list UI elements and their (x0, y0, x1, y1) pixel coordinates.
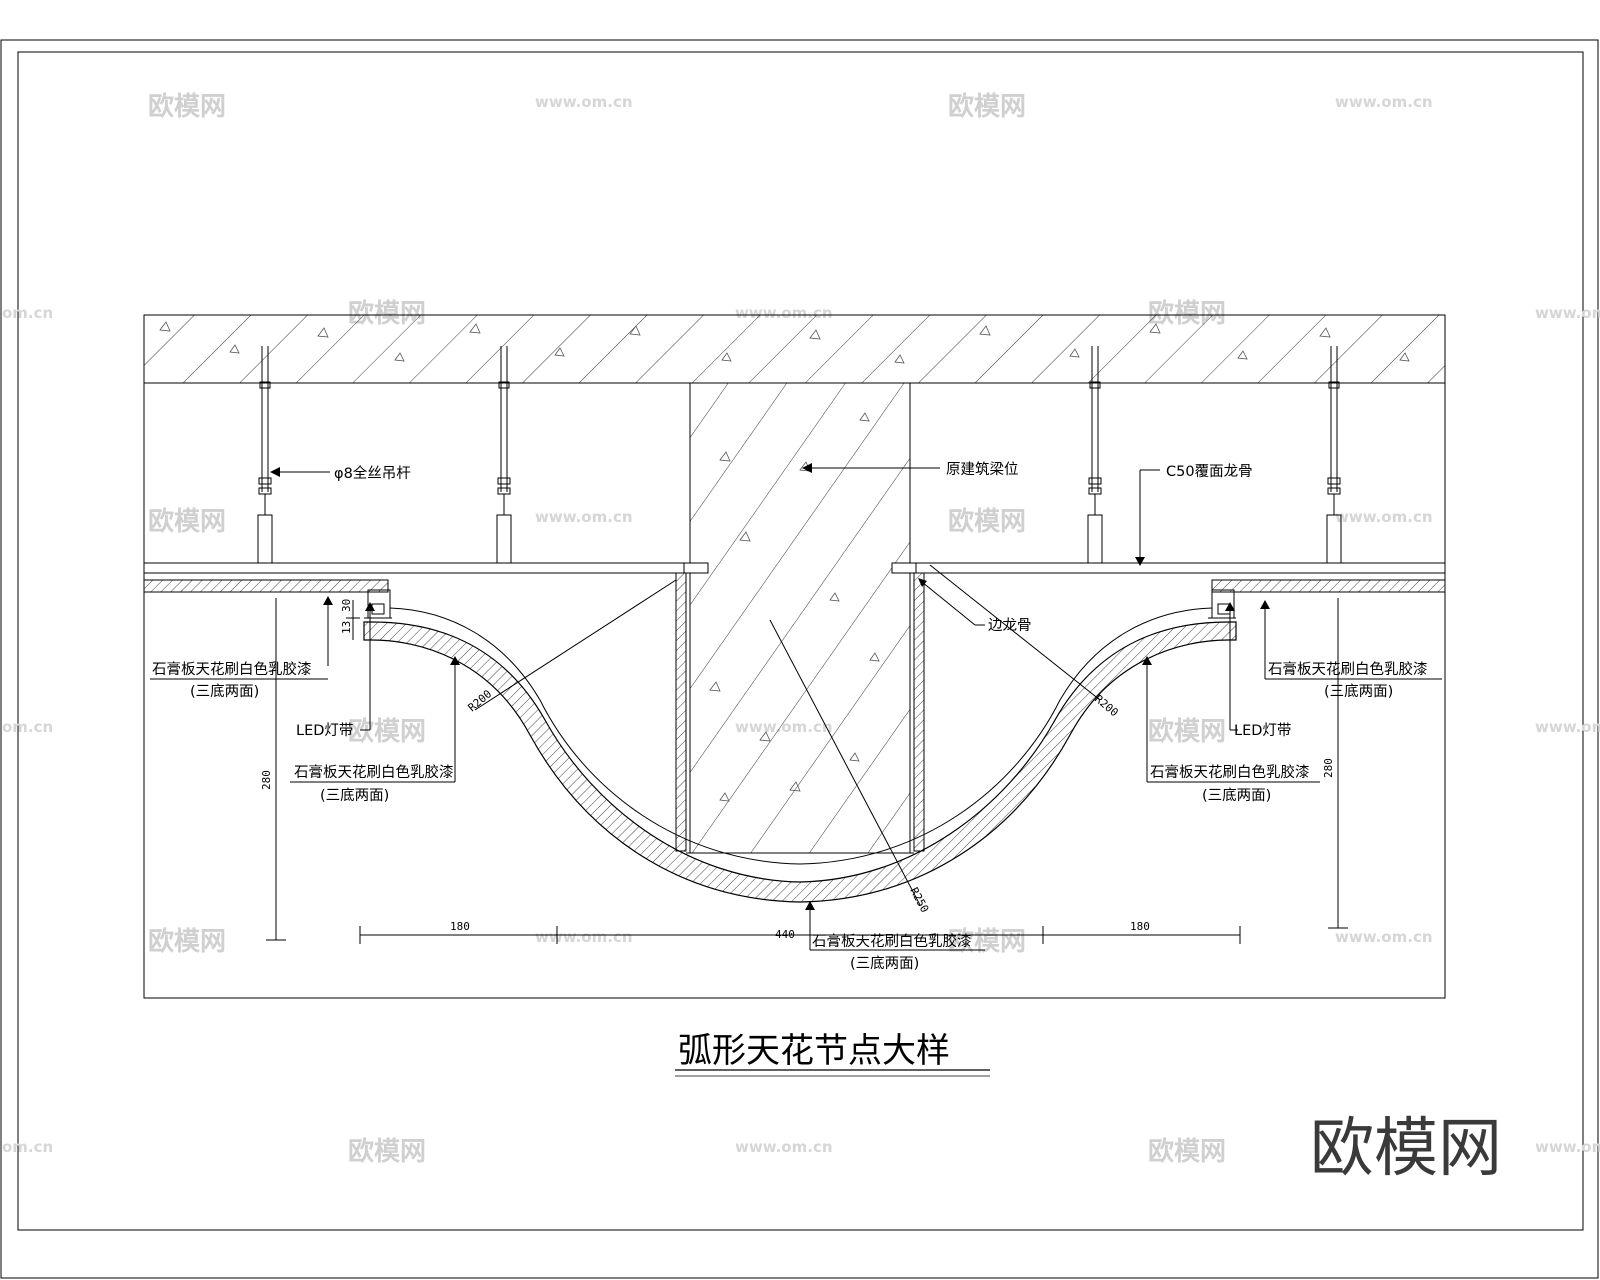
watermark-brand: 欧模网 (948, 91, 1026, 122)
gypsum-board-top-left (143, 579, 389, 593)
label-left-top-board: 石膏板天花刷白色乳胶漆 (152, 660, 312, 678)
arrowheads (270, 463, 1270, 910)
outer-border (0, 39, 1599, 1279)
label-left-curve-board: 石膏板天花刷白色乳胶漆 (294, 763, 454, 781)
label-left-led: LED灯带 (296, 722, 353, 739)
brand-logo: 欧模网 (1310, 1112, 1502, 1186)
dim-left: 180 (450, 920, 470, 933)
beam-side-studs (675, 572, 925, 852)
label-bottom-board-note: (三底两面) (850, 955, 919, 972)
watermark-brand: 欧模网 (148, 926, 226, 957)
dim-radius-bottom: R250 (907, 885, 931, 915)
label-left-top-board-note: (三底两面) (190, 683, 259, 700)
original-beam (689, 382, 911, 854)
watermark-brand: 欧模网 (148, 91, 226, 122)
watermark-url: www.om.cn (1535, 718, 1600, 736)
label-rod: φ8全丝吊杆 (334, 464, 411, 482)
watermark-url: www.om.cn (735, 1138, 833, 1156)
dim-middle: 440 (775, 928, 795, 941)
dim-led-13: 13 (340, 621, 353, 634)
watermark-url: www.om.cn (1535, 1138, 1600, 1156)
keel-right (909, 562, 1446, 574)
curved-gypsum-board (363, 621, 1237, 903)
leaders (150, 467, 1442, 951)
dim-height-right: 280 (1322, 758, 1335, 778)
watermark-url: www.om.cn (1335, 508, 1433, 526)
watermark-url: om.cn (2, 304, 53, 322)
label-edge-keel: 边龙骨 (988, 617, 1032, 634)
watermark-brand: 欧模网 (148, 506, 226, 537)
drawing-title: 弧形天花节点大样 (678, 1031, 950, 1071)
keel-left (143, 562, 691, 574)
watermark-brand: 欧模网 (1148, 716, 1226, 747)
watermark-brand: 欧模网 (348, 716, 426, 747)
watermark-url: www.om.cn (535, 508, 633, 526)
label-left-curve-board-note: (三底两面) (320, 787, 389, 804)
concrete-slab (143, 314, 1446, 384)
watermark-url: www.om.cn (1535, 304, 1600, 322)
label-right-led: LED灯带 (1234, 722, 1291, 739)
label-right-top-board: 石膏板天花刷白色乳胶漆 (1268, 660, 1428, 678)
watermark-brand: 欧模网 (1148, 1136, 1226, 1167)
watermark-brand: 欧模网 (948, 926, 1026, 957)
watermark-url: www.om.cn (535, 93, 633, 111)
dim-right: 180 (1130, 920, 1150, 933)
dim-radius-right: R200 (1092, 692, 1121, 719)
watermark-brand: 欧模网 (948, 506, 1026, 537)
watermark-url: www.om.cn (1335, 93, 1433, 111)
watermark-url: www.om.cn (535, 928, 633, 946)
label-right-curve-board: 石膏板天花刷白色乳胶漆 (1150, 763, 1310, 781)
label-beam: 原建筑梁位 (946, 461, 1019, 478)
label-right-curve-board-note: (三底两面) (1202, 787, 1271, 804)
watermark-brand: 欧模网 (348, 1136, 426, 1167)
led-pocket-left (364, 589, 392, 619)
watermark-url: om.cn (2, 718, 53, 736)
hanger-rods (257, 346, 1342, 564)
slab-aggregate (159, 321, 1410, 364)
label-bottom-board: 石膏板天花刷白色乳胶漆 (812, 932, 972, 950)
gypsum-board-top-right (1211, 579, 1446, 593)
curved-board-inner-line (389, 607, 1213, 865)
dim-led-30: 30 (340, 599, 353, 612)
label-keel: C50覆面龙骨 (1166, 463, 1253, 480)
led-pocket-right (1208, 589, 1236, 619)
dimension-lines (266, 598, 1348, 944)
beam-aggregate (709, 412, 880, 802)
dim-radius-left: R200 (466, 687, 495, 714)
edge-keel-brackets (683, 562, 917, 574)
watermark-url: www.om.cn (1335, 928, 1433, 946)
dim-height-left: 280 (260, 770, 273, 790)
annotation-labels: φ8全丝吊杆 原建筑梁位 C50覆面龙骨 边龙骨 石膏板天花刷白色乳胶漆 (三底… (152, 461, 1428, 972)
inner-border (17, 51, 1584, 1231)
label-right-top-board-note: (三底两面) (1324, 683, 1393, 700)
watermark-url: om.cn (2, 1138, 53, 1156)
